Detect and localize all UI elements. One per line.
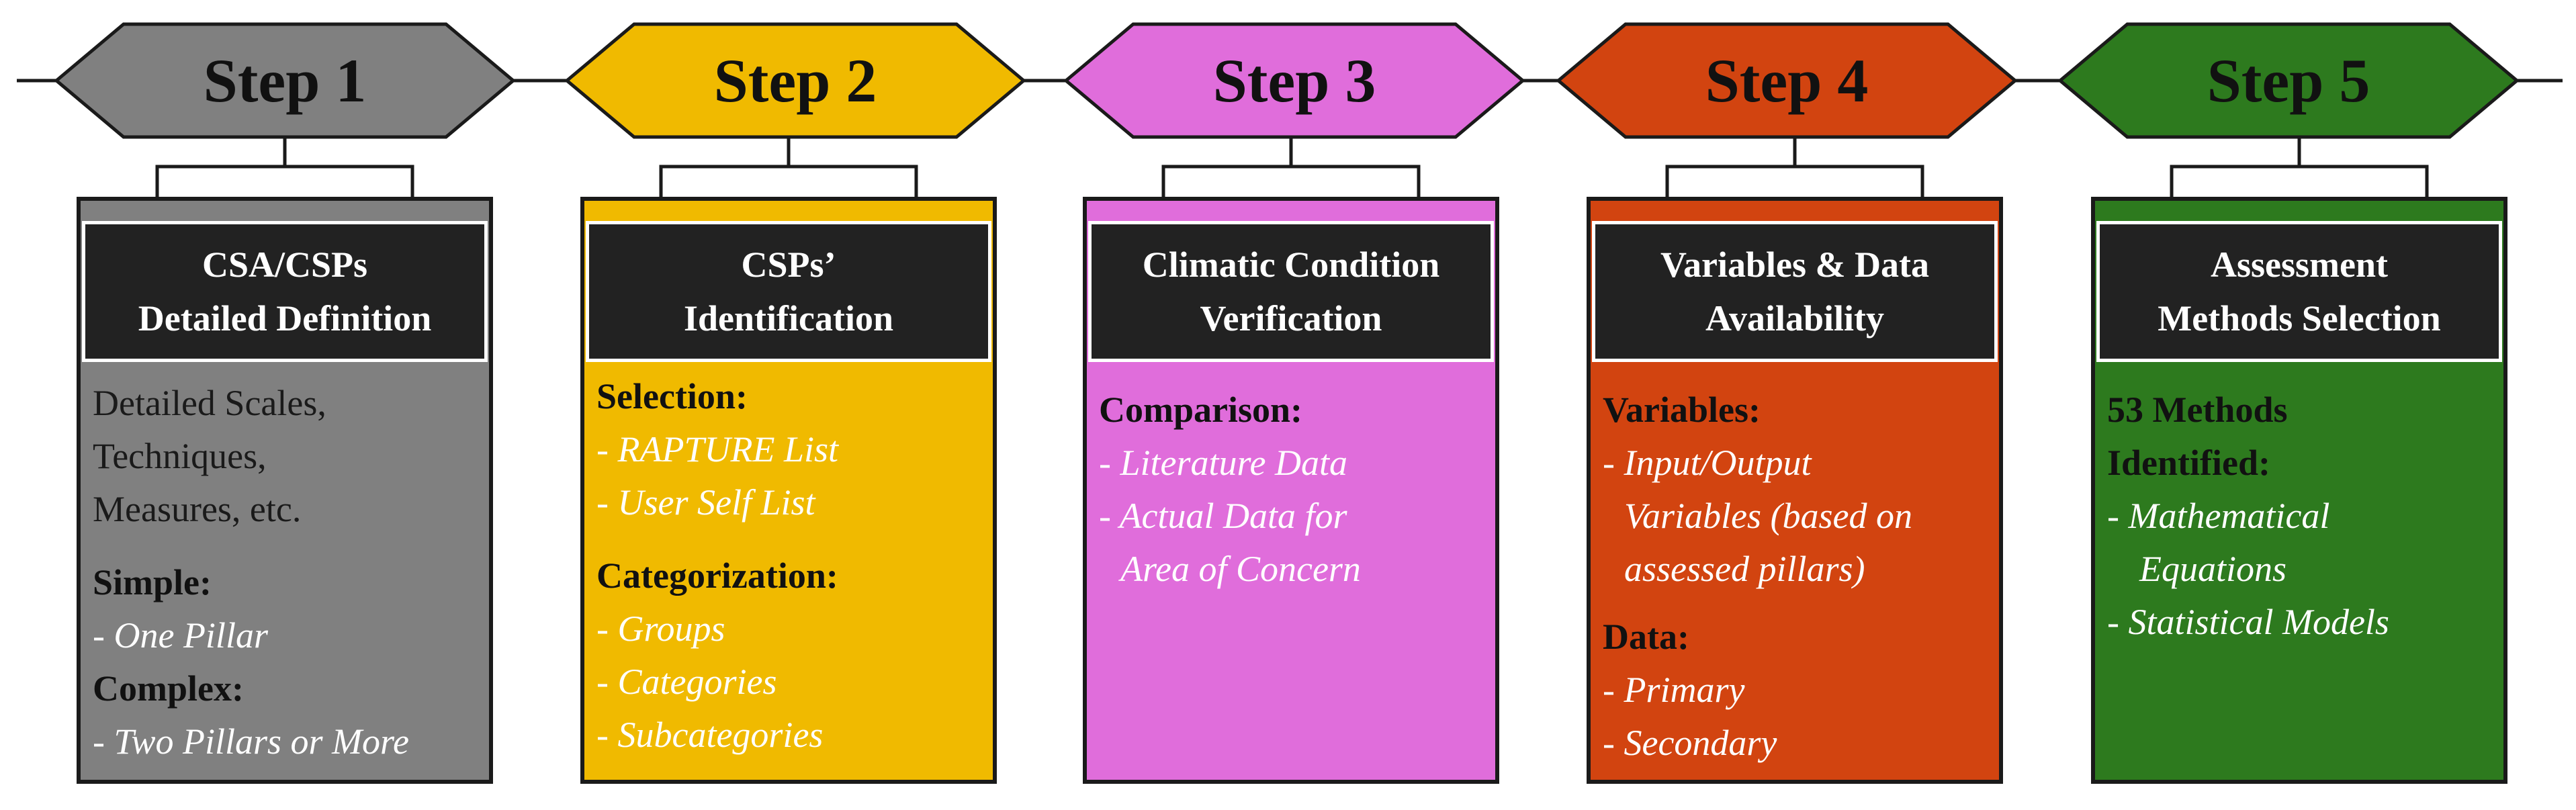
step-4-variables-continuation: Variables (based on (1624, 496, 1912, 536)
step-5-card: Assessment Methods Selection 53 Methods … (2091, 197, 2507, 784)
step-4-card: Variables & Data Availability Variables:… (1587, 197, 2003, 784)
step-1-bracket (155, 137, 414, 197)
step-5-title: Assessment Methods Selection (2096, 221, 2502, 362)
step-5-methods-item: - Statistical Models (2107, 602, 2389, 642)
step-3-card: Climatic Condition Verification Comparis… (1083, 197, 1499, 784)
step-1-hexagon (54, 22, 516, 139)
step-4-title-line: Variables & Data (1660, 244, 1929, 285)
step-1-description-line: Measures, etc. (93, 489, 302, 529)
step-4-variables-heading: Variables: (1603, 390, 1761, 430)
step-2-hexagon (564, 22, 1026, 139)
step-4-hexagon (1556, 22, 2018, 139)
step-1-description-line: Techniques, (93, 436, 267, 476)
step-3-comparison-item: - Actual Data for (1099, 496, 1347, 536)
step-4-body: Variables: - Input/Output Variables (bas… (1603, 384, 1992, 770)
step-3-title: Climatic Condition Verification (1088, 221, 1494, 362)
step-1-complex-item: - Two Pillars or More (93, 721, 410, 762)
step-4-variables-continuation: assessed pillars) (1624, 549, 1865, 589)
step-2-selection-item: - RAPTURE List (596, 429, 838, 469)
step-2-title-line: Identification (683, 298, 893, 339)
step-5-bracket (2170, 137, 2429, 197)
step-5-methods-heading: 53 Methods (2107, 390, 2288, 430)
step-2-title: CSPs’ Identification (586, 221, 991, 362)
step-4-variables-item: - Input/Output (1603, 443, 1812, 483)
step-1-card: CSA/CSPs Detailed Definition Detailed Sc… (77, 197, 493, 784)
step-5-hexagon (2057, 22, 2520, 139)
step-4-title: Variables & Data Availability (1592, 221, 1998, 362)
step-1-simple-item: - One Pillar (93, 615, 268, 656)
step-1-title-line: CSA/CSPs (202, 244, 368, 285)
step-1-complex-heading: Complex: (93, 668, 244, 709)
step-2-categorization-item: - Categories (596, 662, 777, 702)
step-1-label: Step 1 (203, 46, 367, 115)
step-3-bracket (1161, 137, 1421, 197)
step-2-categorization-heading: Categorization: (596, 555, 838, 596)
step-4-data-item: - Primary (1603, 670, 1745, 710)
step-2-categorization-item: - Groups (596, 609, 725, 649)
step-4-data-heading: Data: (1603, 617, 1689, 657)
step-3-comparison-heading: Comparison: (1099, 390, 1303, 430)
step-2-body: Selection: - RAPTURE List - User Self Li… (596, 370, 986, 762)
step-3-body: Comparison: - Literature Data - Actual D… (1099, 384, 1489, 596)
step-5-body: 53 Methods Identified: - Mathematical Eq… (2107, 384, 2497, 649)
step-5-label: Step 5 (2207, 46, 2370, 115)
step-5-title-line: Methods Selection (2158, 298, 2441, 339)
step-4-bracket (1665, 137, 1924, 197)
step-2-bracket (659, 137, 918, 197)
step-1-title-line: Detailed Definition (138, 298, 432, 339)
step-1-description-line: Detailed Scales, (93, 383, 326, 423)
step-1-title: CSA/CSPs Detailed Definition (82, 221, 488, 362)
step-2-card: CSPs’ Identification Selection: - RAPTUR… (580, 197, 997, 784)
step-1-body: Detailed Scales, Techniques, Measures, e… (93, 377, 482, 768)
step-4-data-item: - Secondary (1603, 723, 1777, 763)
step-4-label: Step 4 (1705, 46, 1869, 115)
step-5-methods-continuation: Equations (2139, 549, 2287, 589)
step-2-selection-heading: Selection: (596, 376, 748, 416)
step-2-label: Step 2 (713, 46, 877, 115)
step-5-title-line: Assessment (2211, 244, 2388, 285)
step-2-selection-item: - User Self List (596, 482, 815, 523)
step-3-title-line: Verification (1200, 298, 1382, 339)
step-5-methods-heading: Identified: (2107, 443, 2270, 483)
step-3-comparison-item: - Literature Data (1099, 443, 1347, 483)
step-3-hexagon (1063, 22, 1525, 139)
step-4-title-line: Availability (1705, 298, 1885, 339)
step-5-methods-item: - Mathematical (2107, 496, 2330, 536)
step-3-comparison-continuation: Area of Concern (1120, 549, 1361, 589)
step-3-label: Step 3 (1212, 46, 1376, 115)
step-2-categorization-item: - Subcategories (596, 715, 824, 755)
step-3-title-line: Climatic Condition (1142, 244, 1440, 285)
step-2-title-line: CSPs’ (741, 244, 836, 285)
step-1-simple-heading: Simple: (93, 562, 212, 602)
